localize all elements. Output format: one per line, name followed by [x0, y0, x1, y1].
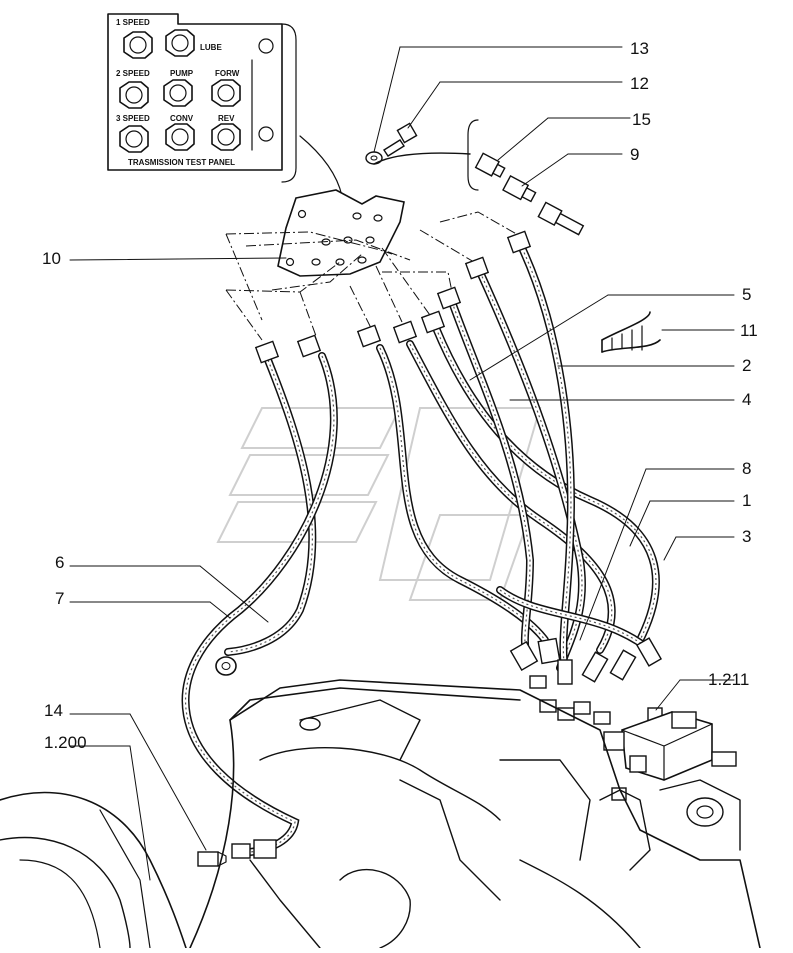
callout-13: 13: [630, 39, 649, 58]
hose-d: [448, 298, 535, 664]
panel-label-2-speed: 2 SPEED: [116, 69, 150, 78]
hose-7: [181, 352, 338, 856]
panel-title: TRASMISSION TEST PANEL: [128, 158, 235, 167]
transmission-test-panel: 1 SPEED LUBE 2 SPEED PUMP FORW 3 SPEED C…: [107, 13, 297, 183]
panel-label-1-speed: 1 SPEED: [116, 18, 150, 27]
panel-label-3-speed: 3 SPEED: [116, 114, 150, 123]
valve-block: [603, 711, 737, 801]
hose-end-fittings: [215, 230, 532, 859]
callout-5: 5: [742, 285, 751, 304]
manifold-fittings: [509, 637, 663, 725]
panel-port-forw: [211, 79, 241, 107]
panel-port-pump: [163, 79, 193, 107]
fitting-set: [474, 152, 585, 236]
panel-port-lube: [165, 29, 195, 57]
hose-6: [224, 356, 317, 656]
panel-port-rev: [211, 123, 241, 151]
watermark-logo: [216, 407, 542, 601]
callout-10: 10: [42, 249, 61, 268]
callout-14: 14: [44, 701, 63, 720]
callout-3: 3: [742, 527, 751, 546]
group-bracket: [467, 119, 479, 191]
gear-housing: [0, 791, 187, 949]
mounting-block: [277, 189, 405, 277]
panel-detail-leader: [299, 135, 343, 197]
callout-1-211: 1.211: [708, 670, 749, 689]
hose-c: [432, 324, 660, 644]
callout-8: 8: [742, 459, 751, 478]
leader-lines: [69, 46, 735, 881]
panel-label-conv: CONV: [170, 114, 194, 123]
panel-port-2-speed: [119, 81, 149, 109]
hoses: [181, 244, 660, 856]
callouts: 13 12 15 9 10 5 11 2 4 8 1 3 6 7 1.211 1…: [42, 39, 758, 752]
hose-b: [406, 340, 616, 654]
panel-port-conv: [165, 123, 195, 151]
assembly-lines: [225, 211, 521, 341]
callout-1-200: 1.200: [44, 733, 87, 752]
callout-1: 1: [742, 491, 751, 510]
callout-7: 7: [55, 589, 64, 608]
callout-4: 4: [742, 390, 751, 409]
panel-label-lube: LUBE: [200, 43, 222, 52]
panel-label-forw: FORW: [215, 69, 240, 78]
bolt-and-washer: [365, 122, 471, 165]
callout-9: 9: [630, 145, 639, 164]
transmission-housing: [189, 679, 761, 949]
hose-clamp: [601, 311, 661, 353]
callout-12: 12: [630, 74, 649, 93]
panel-label-rev: REV: [218, 114, 235, 123]
callout-6: 6: [55, 553, 64, 572]
callout-2: 2: [742, 356, 751, 375]
panel-port-3-speed: [119, 125, 149, 153]
hose-a: [376, 344, 549, 644]
panel-label-pump: PUMP: [170, 69, 194, 78]
hose-f: [518, 244, 575, 676]
hose-g: [496, 586, 654, 654]
callout-11: 11: [740, 321, 758, 340]
callout-15: 15: [632, 110, 651, 129]
panel-port-1-speed: [123, 31, 153, 59]
